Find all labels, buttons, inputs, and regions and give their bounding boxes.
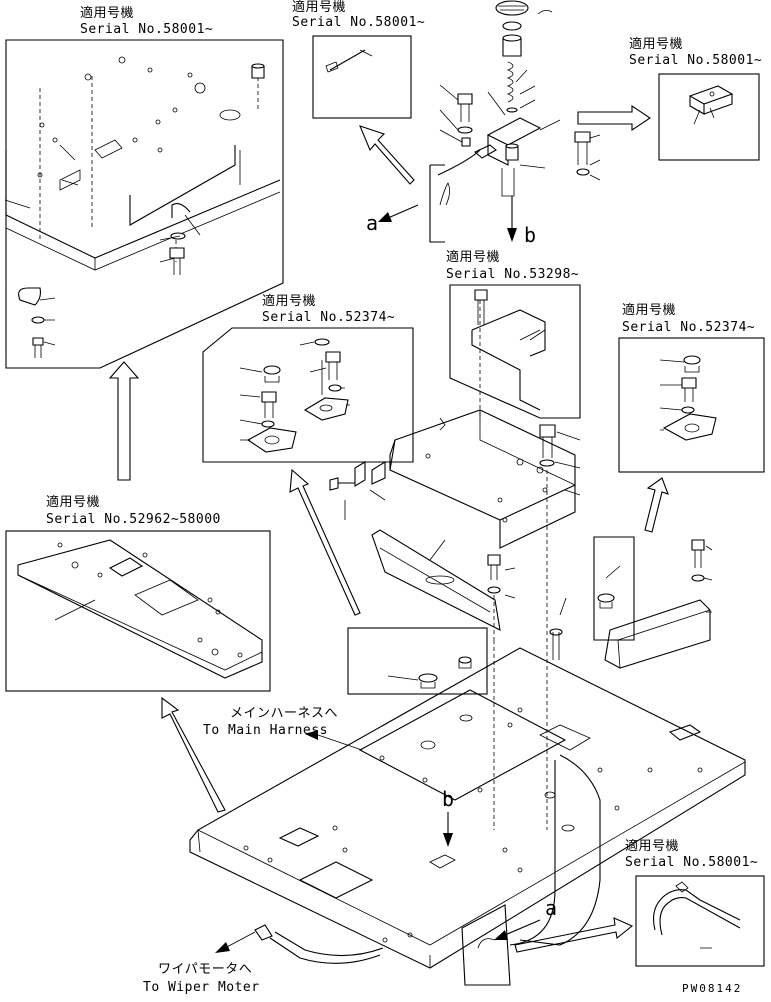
main-harness-label-en: To Main Harness xyxy=(203,723,328,738)
detail-lower-left: 適用号機 Serial No.52962~58000 xyxy=(5,494,271,692)
applicability-label: 適用号機 xyxy=(80,5,134,21)
detail-upper-left: 適用号機 Serial No.58001~ xyxy=(4,5,284,369)
drawing-code: PW08142 xyxy=(682,982,742,995)
bolt-icon xyxy=(169,247,185,275)
main-floor-plate: b a xyxy=(189,647,746,986)
detail-center: 適用号機 Serial No.53298~ xyxy=(446,249,581,419)
applicability-label: 適用号機 xyxy=(629,36,683,52)
serial-label-mid-left: Serial No.52374~ xyxy=(262,310,395,325)
detail-top-center: 適用号機 Serial No.58001~ xyxy=(292,0,425,119)
serial-label-center: Serial No.53298~ xyxy=(446,267,579,282)
top-hardware-assembly: b a xyxy=(366,0,601,247)
detail-bottom-right: 適用号機 Serial No.58001~ xyxy=(625,838,765,967)
wiper-motor-label-en: To Wiper Moter xyxy=(143,980,260,995)
center-bracket-assembly xyxy=(329,300,713,830)
view-mark-b: b xyxy=(524,223,536,247)
serial-label-bottom-right: Serial No.58001~ xyxy=(625,855,758,870)
serial-label-upper-left: Serial No.58001~ xyxy=(80,22,213,37)
detail-mid-right: 適用号機 Serial No.52374~ xyxy=(618,302,765,473)
view-mark-a: a xyxy=(545,896,557,920)
callout-arrow xyxy=(359,104,651,185)
wiper-motor-label-jp: ワイパモータへ xyxy=(158,962,252,977)
applicability-label: 適用号機 xyxy=(46,494,100,510)
detail-mid-left: 適用号機 Serial No.52374~ xyxy=(202,293,414,463)
detail-small-box xyxy=(347,627,488,695)
serial-label-top-right: Serial No.58001~ xyxy=(629,53,762,68)
view-mark-a: a xyxy=(366,211,378,235)
applicability-label: 適用号機 xyxy=(446,249,500,265)
serial-label-top-center: Serial No.58001~ xyxy=(292,15,425,30)
applicability-label: 適用号機 xyxy=(292,0,346,15)
applicability-label: 適用号機 xyxy=(625,838,679,854)
detail-top-right: 適用号機 Serial No.58001~ xyxy=(629,36,762,161)
serial-label-lower-left: Serial No.52962~58000 xyxy=(46,512,221,527)
callout-arrow xyxy=(108,361,669,813)
applicability-label: 適用号機 xyxy=(262,293,316,309)
view-mark-b: b xyxy=(442,787,454,811)
main-harness-label-jp: メインハーネスへ xyxy=(230,706,338,721)
applicability-label: 適用号機 xyxy=(622,302,676,318)
serial-label-mid-right: Serial No.52374~ xyxy=(622,320,755,335)
